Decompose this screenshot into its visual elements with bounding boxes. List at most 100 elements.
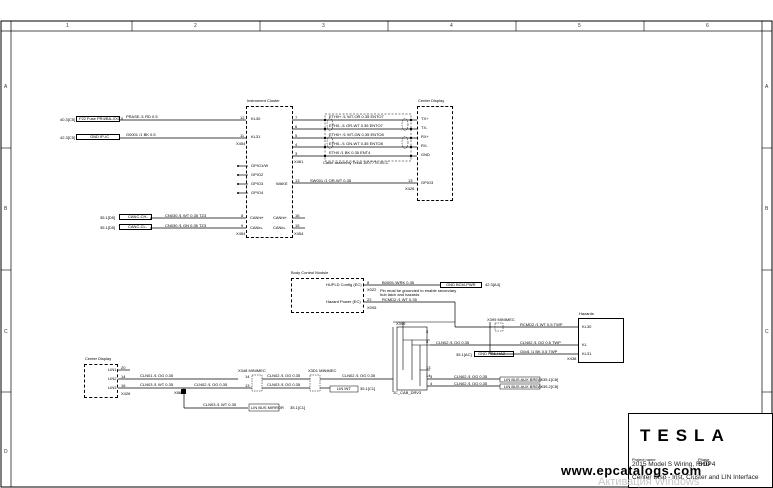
body-control-box: [291, 278, 364, 313]
title-sheet: SOP4: [698, 461, 716, 468]
ic-ether-pin-3: 3: [295, 151, 298, 156]
zone-label-5: 5: [578, 23, 581, 29]
cd-lin-pin-3: LIN3: [108, 385, 117, 390]
title-project: 2015 Model S Wiring, RHD: [632, 461, 711, 468]
cd-lin-pin-3-num: 16: [121, 383, 126, 388]
body-control-title: Body Control Module: [291, 270, 329, 275]
ic-can-lo-rnum: 15: [295, 223, 300, 228]
ic-ether-pin-7: 7: [295, 115, 298, 120]
eth-wire-4: ETH0- /1 GN-WT 0.35 ENTO8: [329, 141, 383, 146]
cd-wake-num: 13: [408, 178, 413, 183]
bcm-pin-2-num: 22: [367, 297, 372, 302]
bcm-pin-1-num: 8: [367, 280, 370, 285]
splice-label: JC_CAB_DRV3: [393, 390, 422, 395]
ic-can-lo-right: CANlo-: [273, 225, 286, 230]
kl30-source-label-box: [76, 116, 120, 122]
ic-gpio-3: GPIO3: [251, 181, 264, 186]
center-display-title: Center Display: [418, 98, 445, 103]
canh-source-label-box: [119, 214, 152, 220]
cd-lin-wire-3: CLN03 /1 WT 0.35: [140, 382, 174, 387]
lin-int-ref[interactable]: 35.1[C1]: [360, 386, 376, 391]
eth-wire-1: ETH0+ /1 WT-OR 0.35 ENTO7: [329, 114, 384, 119]
ic-gpio-1: GPIO1/W: [251, 163, 269, 168]
cd-lin-title: Center Display: [85, 356, 112, 361]
lin-out-num-1: 3: [430, 374, 433, 379]
splice-pin-13: 13: [426, 365, 431, 370]
bcm-gnd-ref[interactable]: 42.3[A4]: [485, 282, 500, 287]
title-description: Center Disp - Inst. Cluster and LIN Inte…: [632, 474, 759, 481]
lin-dest-1: LIN BUS AUX BREAK: [504, 377, 544, 382]
hazards-gnd-box: [474, 351, 514, 357]
canh-ref[interactable]: 35.1[D5]: [100, 215, 116, 220]
ic-wake-name: WAKE: [276, 181, 288, 186]
ic-pin-kl31-num: 11: [240, 133, 245, 138]
canh-wire-label: CN030 /1 WT 0.35 TZ3: [165, 213, 207, 218]
cd-lin-pin-2-num: 14: [121, 374, 126, 379]
lin-out-wire-2: CLN02 /1 OG 0.35: [454, 381, 488, 386]
zone-label-b-right: B: [765, 206, 769, 212]
ic-can-hi-num: 8: [241, 213, 244, 218]
lin-bottom-ref[interactable]: 35.1[C1]: [290, 405, 306, 410]
splice-mini-label: X399 MINIMEC: [487, 317, 515, 322]
hazards-wire-kl31: G0d1 /1 BK 0.5 TWP: [520, 349, 558, 354]
ic-can-hi-name: CANhi+: [250, 215, 264, 220]
cd-lin-wire-2: CLN02 /1 OG 0.35: [194, 382, 228, 387]
mid-num-1: 14: [245, 374, 250, 379]
ic-connector-label-bottom: X454: [236, 231, 246, 236]
zone-label-1: 1: [66, 23, 69, 29]
center-display-lin-box: [84, 364, 118, 398]
cd-lin-pin-1: LIN1: [108, 367, 117, 372]
hazards-gnd-ref[interactable]: 35.1[AC]: [456, 352, 472, 357]
hazards-pin-kl31: KL31: [582, 351, 592, 356]
bcm-pin-2-wire: RCMD2 /1 WT 0.35: [382, 297, 417, 302]
cd-lin-pin-2: LIN2: [108, 376, 117, 381]
hazards-gnd-label: GND PR6-HAZ: [478, 351, 506, 356]
zone-label-3: 3: [322, 23, 325, 29]
cd-pin-rx-minus: RX-: [421, 143, 428, 148]
lin-bottom-wire: CLN03 /1 WT 0.35: [203, 402, 237, 407]
zone-label-6: 6: [706, 23, 709, 29]
ic-can-hi-right: CANhi+: [273, 215, 287, 220]
kl31-source-label: GND IP-IC: [90, 134, 110, 139]
cd-pin-tx-plus: TX+: [421, 116, 429, 121]
hazards-title: Hazards: [579, 311, 594, 316]
cd-gpio3: GPIO3: [421, 180, 434, 185]
lin-int-label: LIN INT: [337, 386, 351, 391]
kl31-ref[interactable]: 42.3[C5]: [60, 135, 76, 140]
lin-dest-ref-1[interactable]: 35.1[C8]: [543, 377, 559, 382]
canl-ref[interactable]: 35.1[D5]: [100, 225, 116, 230]
canl-wire-label: CN030 /1 GN 0.35 TZ3: [165, 223, 207, 228]
kl30-ref[interactable]: 40.3[C5]: [60, 117, 76, 122]
instrument-cluster-title: Instrument Cluster: [247, 98, 280, 103]
kl31-wire-label: G0001 /1 BK 0.5: [126, 132, 156, 137]
ic-ether-pin-5: 5: [295, 133, 298, 138]
watermark-faded: Активация Windows: [598, 476, 700, 488]
center-display-box: [417, 106, 453, 201]
lin-dest-ref-2[interactable]: 35.2[C8]: [543, 384, 559, 389]
ic-can-lo-num: 9: [241, 223, 244, 228]
cd-connector: X426: [405, 186, 415, 191]
hazards-wire-kl: CLN02 /1 OG 0.5 TWP: [520, 340, 561, 345]
zone-label-2: 2: [194, 23, 197, 29]
tesla-logo: TESLA: [640, 426, 731, 445]
ic-ether-pin-4: 4: [295, 142, 298, 147]
splice-id: X399: [396, 321, 406, 326]
cd-lin-wire-1: CLN01 /1 OG 0.35: [140, 373, 174, 378]
hazards-pin-kl: KL: [582, 342, 587, 347]
cd-pin-tx-minus: TX-: [421, 125, 428, 130]
bcm-note: Pin must be grounded to enable secondary…: [380, 288, 457, 298]
zone-label-c: C: [4, 329, 8, 335]
zone-label-d: D: [4, 449, 8, 455]
ic-can-hi-rnum: 16: [295, 213, 300, 218]
splice-wire-1: CLN02 /1 OG 0.35: [436, 340, 470, 345]
canl-source-label-box: [119, 224, 152, 230]
bcm-pin-1-name: HUPLD Config (EC): [326, 282, 362, 287]
cd-lin-pin-1-num: 20: [121, 365, 126, 370]
kl31-source-label-box: [76, 134, 120, 140]
lin-dest-2: LIN BUS AUX BREAK: [504, 384, 544, 389]
ic-can-lo-name: CANlo-: [250, 225, 263, 230]
ic-gpio-4: GPIO4: [251, 190, 264, 195]
kl30-source-label: F22 Fuse PR4/BA-XXXX: [79, 116, 124, 121]
eth-wire-3: ETH0+ /1 WT-GN 0.35 ENTO8: [329, 132, 384, 137]
mini-connector-2-label: X3D1 MINIMEC: [308, 368, 337, 373]
